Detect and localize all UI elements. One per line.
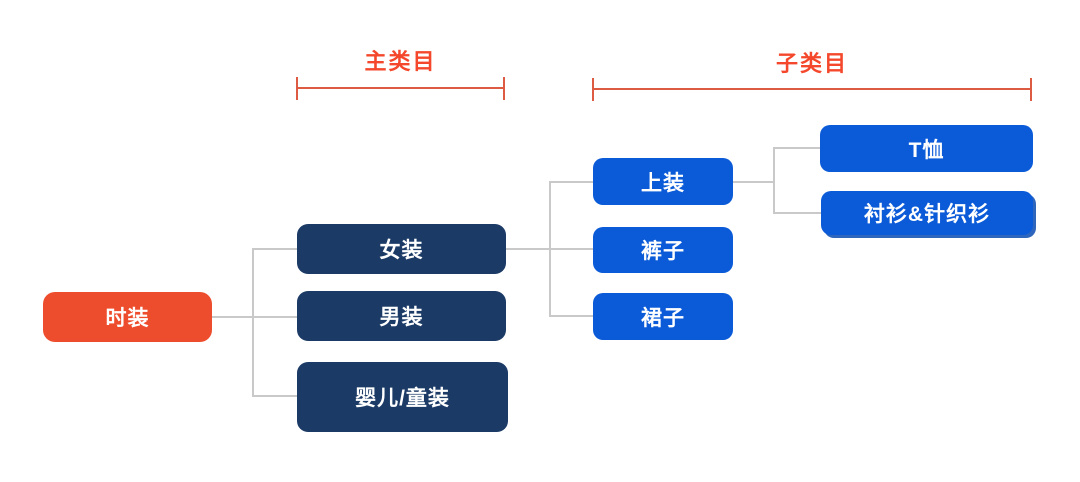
sub-category-bracket-right-tick [1030,78,1032,101]
connector-branch-tops [550,181,593,183]
main-category-label: 主类目 [364,49,437,74]
node-mens-wear: 男装 [297,291,506,341]
connector-trunk-level2 [549,181,551,317]
node-fashion-root: 时装 [43,292,212,342]
connector-trunk-level3 [773,147,775,214]
sub-category-bracket-left-tick [592,78,594,101]
node-pants: 裤子 [593,227,733,273]
main-category-bracket-line [297,87,504,89]
sub-category-label: 子类目 [775,51,848,76]
connector-trunk-level1 [252,248,254,397]
node-tops: 上装 [593,158,733,205]
connector-branch-shirt-knitwear [774,212,821,214]
node-womens-wear: 女装 [297,224,506,274]
connector-branch-tshirt [774,147,820,149]
sub-category-bracket-line [593,88,1031,90]
node-shirt-knitwear: 衬衫&针织衫 [821,191,1033,235]
main-category-bracket-right-tick [503,77,505,100]
connector-root-to-trunk [212,316,297,318]
node-baby-kids-wear: 婴儿/童装 [297,362,508,432]
node-tshirt: T恤 [820,125,1033,172]
node-skirts: 裙子 [593,293,733,340]
connector-tops-to-trunk [733,181,774,183]
connector-branch-women [253,248,297,250]
connector-branch-baby-kids [253,395,297,397]
connector-branch-skirts [550,315,593,317]
main-category-bracket-left-tick [296,77,298,100]
